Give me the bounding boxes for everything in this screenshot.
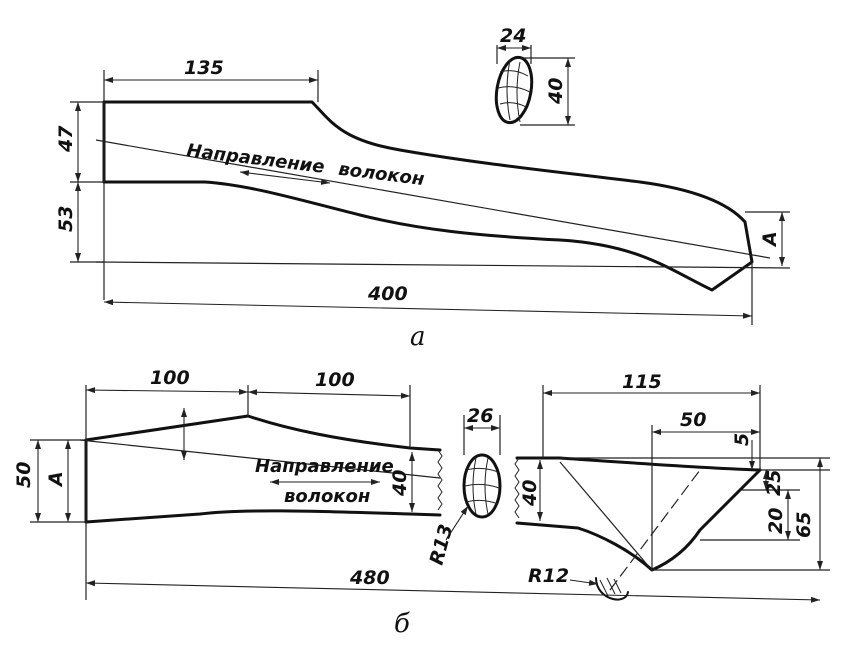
part-b-dim-26-label: 26 (467, 405, 493, 427)
part-b-dim-5-label: 5 (731, 433, 753, 446)
part-a-caption: а (410, 322, 426, 352)
part-a-dim-24-label: 24 (500, 25, 526, 47)
part-b-dim-40-right-label: 40 (519, 480, 541, 507)
part-b-axis-line (79, 439, 441, 479)
part-a-grain-arrow (239, 170, 331, 185)
part-b-caption: б (394, 609, 410, 639)
part-b-dim-480 (85, 580, 821, 603)
part-a-axis-line (95, 139, 771, 259)
part-a-baseline (95, 261, 791, 269)
part-b-drawing: 100 100 50 A 40 Направление волокон 26 (13, 367, 830, 639)
part-a-drawing: Направление волокон 135 47 53 400 A 24 (55, 25, 791, 352)
part-b-right-outline (515, 456, 762, 572)
part-b-dim-20-label: 20 (765, 508, 787, 534)
part-b-right-dashed-axis (609, 469, 701, 591)
part-a-dim-47-label: 47 (55, 125, 77, 153)
part-b-left-break (437, 449, 443, 511)
part-b-grain-label-1: Направление (255, 456, 394, 477)
part-a-dim-400 (103, 299, 753, 319)
part-b-right-break (514, 457, 520, 519)
part-a-dim-40-label: 40 (545, 78, 567, 105)
part-a-cross-section: 24 40 (494, 25, 575, 126)
part-b-dim-115-label: 115 (622, 371, 662, 393)
part-b-dim-40-left-label: 40 (389, 470, 411, 497)
part-b-r12-leader (569, 579, 599, 586)
part-b-dim-a-label: A (45, 471, 67, 488)
part-b-r12-label: R12 (528, 565, 569, 587)
part-b-dim-25-label: 25 (763, 470, 785, 496)
part-b-right-diagonal (559, 461, 651, 569)
part-b-dim-100-mid (247, 389, 411, 399)
part-b-left-outline (84, 414, 442, 524)
part-b-r13-label: R13 (426, 522, 458, 567)
part-b-r13-leader (445, 505, 469, 541)
part-b-dim-100-mid-label: 100 (315, 369, 355, 391)
part-b-grain-label-2: волокон (284, 486, 370, 507)
part-a-dim-53-label: 53 (55, 206, 77, 232)
part-a-dim-a-label: A (759, 231, 781, 248)
part-a-dim-400-label: 400 (367, 283, 408, 305)
part-b-dim-100-left-label: 100 (150, 367, 190, 389)
part-b-dim-65-label: 65 (793, 512, 815, 538)
part-b-dim-50-right-label: 50 (680, 409, 706, 431)
part-b-dim-100-left (85, 387, 249, 395)
part-a-dim-135-label: 135 (184, 57, 224, 79)
part-b-dim-50-label: 50 (13, 462, 35, 488)
part-a-outline (102, 100, 754, 292)
part-b-dim-480-label: 480 (349, 567, 390, 589)
part-b-cross-section: 26 R13 (426, 405, 502, 567)
